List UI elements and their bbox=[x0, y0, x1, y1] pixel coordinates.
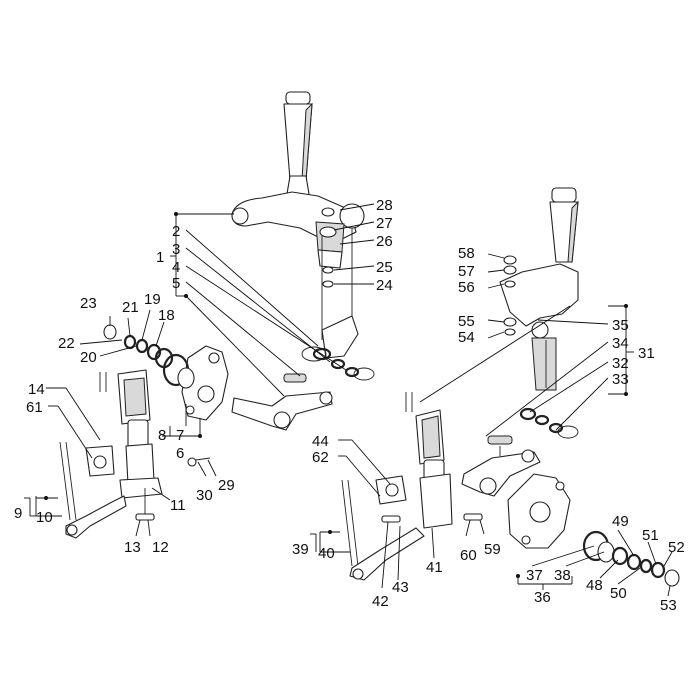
callout-29: 29 bbox=[218, 477, 235, 494]
callout-53: 53 bbox=[660, 597, 677, 614]
callout-37: 37 bbox=[526, 567, 543, 584]
callout-33: 33 bbox=[612, 371, 629, 388]
callout-27: 27 bbox=[376, 215, 393, 232]
right-shock-absorber bbox=[341, 392, 483, 581]
callout-3: 3 bbox=[172, 241, 180, 258]
callout-13: 13 bbox=[124, 539, 141, 556]
left-yoke-fasteners bbox=[319, 207, 353, 340]
callout-11: 11 bbox=[170, 497, 186, 514]
callout-38: 38 bbox=[554, 567, 571, 584]
right-steering-yoke bbox=[499, 263, 579, 391]
callout-24: 24 bbox=[376, 277, 393, 294]
callout-51: 51 bbox=[642, 527, 659, 544]
callout-14: 14 bbox=[28, 381, 45, 398]
left-brake-caliper-bracket bbox=[181, 345, 229, 421]
left-swing-arm bbox=[231, 373, 333, 431]
callout-6: 6 bbox=[176, 445, 184, 462]
callout-35: 35 bbox=[612, 317, 629, 334]
callout-12: 12 bbox=[152, 539, 169, 556]
leader-lines bbox=[35, 203, 673, 597]
callout-20: 20 bbox=[80, 349, 97, 366]
right-brake-caliper-bracket bbox=[507, 473, 571, 549]
callout-10: 10 bbox=[36, 509, 53, 526]
right-steering-tube bbox=[549, 187, 579, 263]
callout-44: 44 bbox=[312, 433, 329, 450]
callout-23: 23 bbox=[80, 295, 97, 312]
group-brackets bbox=[24, 497, 317, 552]
callout-52: 52 bbox=[668, 539, 685, 556]
left-hub-rings bbox=[103, 324, 195, 389]
callout-32: 32 bbox=[612, 355, 629, 372]
callout-9: 9 bbox=[14, 505, 22, 522]
callout-19: 19 bbox=[144, 291, 161, 308]
callout-21: 21 bbox=[122, 299, 139, 316]
callout-30: 30 bbox=[196, 487, 213, 504]
right-hub-rings bbox=[582, 530, 680, 587]
callout-49: 49 bbox=[612, 513, 629, 530]
callout-5: 5 bbox=[172, 275, 180, 292]
callout-41: 41 bbox=[426, 559, 443, 576]
callout-1: 1 bbox=[156, 249, 164, 266]
callout-18: 18 bbox=[158, 307, 175, 324]
callout-31: 31 bbox=[638, 345, 655, 362]
left-shock-absorber bbox=[59, 369, 211, 539]
callout-56: 56 bbox=[458, 279, 475, 296]
callout-28: 28 bbox=[376, 197, 393, 214]
callout-2: 2 bbox=[172, 223, 180, 240]
callout-8: 8 bbox=[158, 427, 166, 444]
callout-48: 48 bbox=[586, 577, 603, 594]
callout-50: 50 bbox=[610, 585, 627, 602]
left-steering-yoke bbox=[231, 191, 365, 269]
callout-59: 59 bbox=[484, 541, 501, 558]
callout-43: 43 bbox=[392, 579, 409, 596]
callout-54: 54 bbox=[458, 329, 475, 346]
leader-dots bbox=[44, 212, 628, 578]
callout-60: 60 bbox=[460, 547, 477, 564]
callout-labels: 1 2 3 4 5 6 7 8 9 10 11 12 13 14 18 19 2… bbox=[14, 197, 685, 614]
callout-4: 4 bbox=[172, 259, 180, 276]
callout-25: 25 bbox=[376, 259, 393, 276]
callout-34: 34 bbox=[612, 335, 629, 352]
left-steering-tube bbox=[283, 91, 313, 201]
right-swing-arm bbox=[461, 435, 541, 497]
left-lower-bracket bbox=[301, 315, 375, 381]
callout-36: 36 bbox=[534, 589, 551, 606]
callout-42: 42 bbox=[372, 593, 389, 610]
callout-57: 57 bbox=[458, 263, 475, 280]
callout-7: 7 bbox=[176, 427, 184, 444]
callout-22: 22 bbox=[58, 335, 75, 352]
callout-61: 61 bbox=[26, 399, 43, 416]
callout-39: 39 bbox=[292, 541, 309, 558]
callout-40: 40 bbox=[318, 545, 335, 562]
right-yoke-fasteners bbox=[503, 255, 579, 439]
callout-55: 55 bbox=[458, 313, 475, 330]
callout-58: 58 bbox=[458, 245, 475, 262]
callout-26: 26 bbox=[376, 233, 393, 250]
callout-62: 62 bbox=[312, 449, 329, 466]
